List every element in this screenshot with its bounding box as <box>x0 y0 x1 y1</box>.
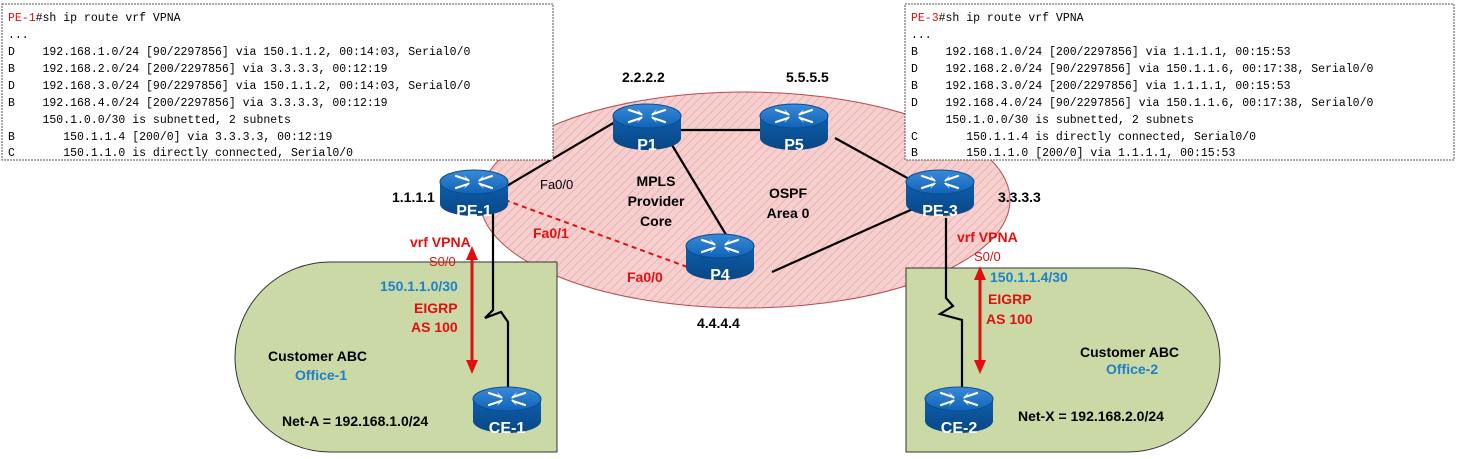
right-subnet-label: 150.1.1.4/30 <box>990 269 1068 285</box>
eigrp-arrowhead-right-bottom <box>974 360 986 374</box>
terminal-pe1-line: B 192.168.4.0/24 [200/2297856] via 3.3.3… <box>8 97 388 110</box>
ospf-label-1: OSPF <box>769 185 808 201</box>
interface-pe1-fa00: Fa0/0 <box>540 177 573 192</box>
router-pe3[interactable]: PE-3 <box>904 168 976 220</box>
eigrp-arrows <box>470 258 982 362</box>
terminal-pe1-prompt: PE-1#sh ip route vrf VPNA <box>8 12 181 25</box>
router-pe3-label: PE-3 <box>922 203 958 220</box>
interface-p4-fa00: Fa0/0 <box>627 269 663 285</box>
interface-pe1-fa01: Fa0/1 <box>533 225 569 241</box>
right-net-label: Net-X = 192.168.2.0/24 <box>1018 408 1164 424</box>
terminal-pe3-line: D 192.168.2.0/24 [90/2297856] via 150.1.… <box>911 63 1373 76</box>
router-p1-label: P1 <box>637 137 657 154</box>
right-eigrp-label-1: EIGRP <box>988 291 1032 307</box>
terminal-pe1-host: PE-1 <box>8 12 36 25</box>
terminal-pe1-line: 150.1.0.0/30 is subnetted, 2 subnets <box>8 114 291 127</box>
right-vrf-label: vrf VPNA <box>957 229 1018 245</box>
terminal-pe1-command: #sh ip route vrf VPNA <box>36 12 181 25</box>
mpls-label-2: Provider <box>628 193 685 209</box>
left-vrf-label: vrf VPNA <box>410 234 471 250</box>
terminal-pe3: PE-3#sh ip route vrf VPNA ... B 192.168.… <box>904 3 1455 161</box>
terminal-pe3-host: PE-3 <box>911 12 939 25</box>
address-pe3: 3.3.3.3 <box>998 189 1041 205</box>
left-net-label: Net-A = 192.168.1.0/24 <box>282 413 428 429</box>
router-p5[interactable]: P5 <box>758 102 830 154</box>
link-pe1-p1 <box>499 121 616 191</box>
left-eigrp-label-2: AS 100 <box>411 319 458 335</box>
router-pe1[interactable]: PE-1 <box>438 168 510 220</box>
link-pe3-ce2 <box>937 218 964 395</box>
left-customer-label: Customer ABC <box>268 348 367 364</box>
right-customer-label: Customer ABC <box>1080 344 1179 360</box>
address-p4: 4.4.4.4 <box>697 315 740 331</box>
terminal-pe3-line: B 150.1.1.0 [200/0] via 1.1.1.1, 00:15:5… <box>911 147 1235 160</box>
router-ce1-label: CE-1 <box>489 420 526 437</box>
router-p1[interactable]: P1 <box>611 102 683 154</box>
right-eigrp-label-2: AS 100 <box>986 311 1033 327</box>
eigrp-arrowhead-left-top <box>466 246 478 260</box>
address-p1: 2.2.2.2 <box>622 69 665 85</box>
terminal-pe3-line: ... <box>911 29 932 42</box>
router-pe1-label: PE-1 <box>456 203 492 220</box>
terminal-pe1-line: C 150.1.1.0 is directly connected, Seria… <box>8 147 353 160</box>
core-links <box>484 121 964 395</box>
right-serial-label: S0/0 <box>974 249 1001 264</box>
right-office-label: Office-2 <box>1106 361 1158 377</box>
terminal-pe3-line: B 192.168.3.0/24 [200/2297856] via 1.1.1… <box>911 80 1291 93</box>
router-ce2-label: CE-2 <box>941 420 978 437</box>
link-p4-pe3 <box>771 206 916 274</box>
terminal-pe1-line: B 150.1.1.4 [200/0] via 3.3.3.3, 00:12:1… <box>8 131 332 144</box>
terminal-pe1-line: D 192.168.3.0/24 [90/2297856] via 150.1.… <box>8 80 470 93</box>
terminal-pe3-command: #sh ip route vrf VPNA <box>939 12 1084 25</box>
terminal-pe3-prompt: PE-3#sh ip route vrf VPNA <box>911 12 1084 25</box>
router-p5-label: P5 <box>784 137 804 154</box>
link-pe1-p4-dashed <box>504 199 691 269</box>
router-p4-label: P4 <box>710 267 730 284</box>
left-subnet-label: 150.1.1.0/30 <box>380 278 458 294</box>
link-pe1-ce1 <box>484 205 510 395</box>
terminal-pe1: PE-1#sh ip route vrf VPNA ... D 192.168.… <box>1 3 554 161</box>
left-serial-label: S0/0 <box>429 254 456 269</box>
mpls-label-1: MPLS <box>637 173 676 189</box>
terminal-pe3-line: B 192.168.1.0/24 [200/2297856] via 1.1.1… <box>911 46 1291 59</box>
terminal-pe3-line: 150.1.0.0/30 is subnetted, 2 subnets <box>911 114 1194 127</box>
terminal-pe1-line: B 192.168.2.0/24 [200/2297856] via 3.3.3… <box>8 63 388 76</box>
address-p5: 5.5.5.5 <box>786 69 829 85</box>
eigrp-arrowhead-left-bottom <box>466 360 478 374</box>
router-ce2[interactable]: CE-2 <box>923 385 995 437</box>
left-office-label: Office-1 <box>295 367 347 383</box>
terminal-pe1-line: D 192.168.1.0/24 [90/2297856] via 150.1.… <box>8 46 470 59</box>
ospf-label-2: Area 0 <box>767 205 810 221</box>
link-p1-p4 <box>671 144 729 239</box>
terminal-pe1-line: ... <box>8 29 29 42</box>
eigrp-arrowhead-right-top <box>974 266 986 280</box>
left-eigrp-label-1: EIGRP <box>414 300 458 316</box>
mpls-label-3: Core <box>640 213 672 229</box>
terminal-pe3-line: D 192.168.4.0/24 [90/2297856] via 150.1.… <box>911 97 1373 110</box>
terminal-pe3-line: C 150.1.1.4 is directly connected, Seria… <box>911 131 1256 144</box>
router-ce1[interactable]: CE-1 <box>471 385 543 437</box>
address-pe1: 1.1.1.1 <box>392 189 435 205</box>
router-p4[interactable]: P4 <box>684 232 756 284</box>
link-p5-pe3 <box>834 137 921 186</box>
